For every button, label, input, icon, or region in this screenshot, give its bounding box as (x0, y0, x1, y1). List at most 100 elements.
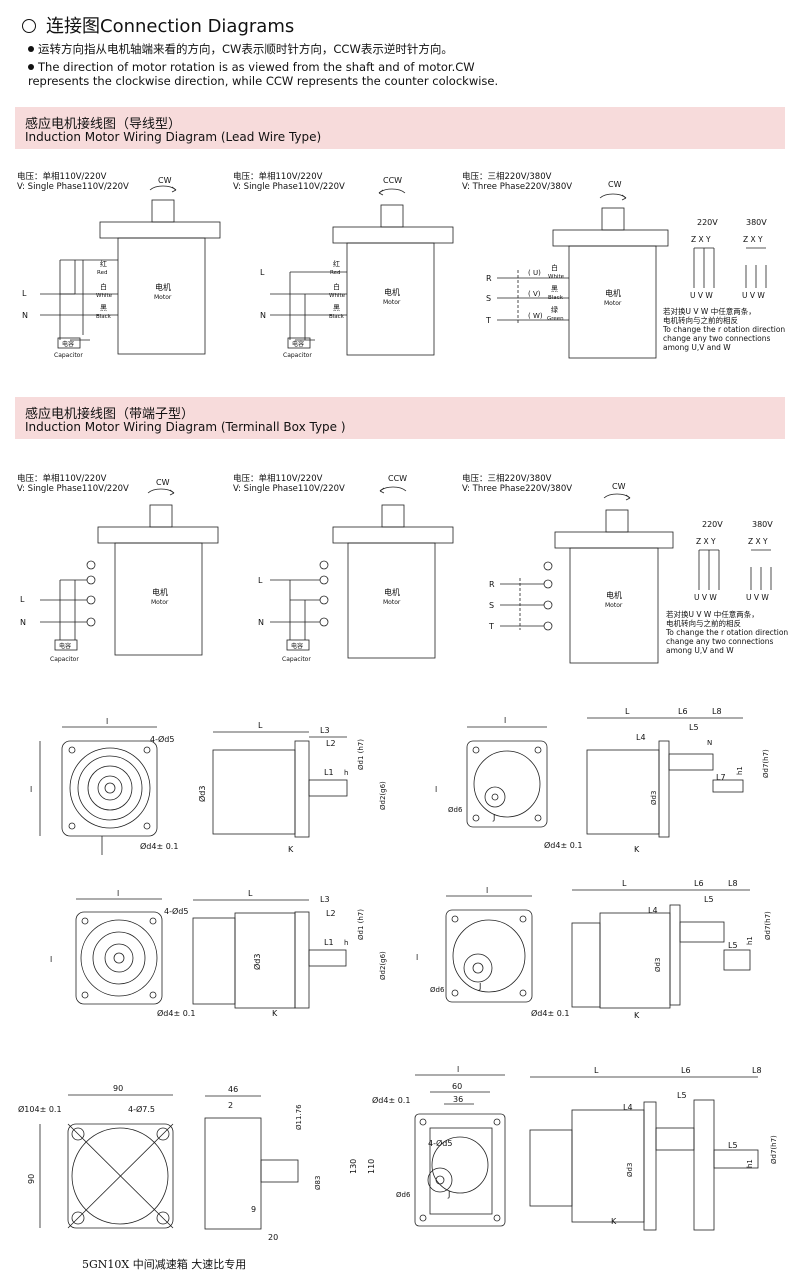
svg-text:L5: L5 (677, 1091, 687, 1100)
svg-text:U V W: U V W (746, 593, 769, 602)
svg-text:白: 白 (100, 282, 107, 291)
svg-text:L5: L5 (728, 1141, 738, 1150)
svg-text:Motor: Motor (605, 602, 623, 609)
svg-text:Ød6: Ød6 (430, 986, 445, 994)
bullet-en: The direction of motor rotation is as vi… (28, 60, 499, 88)
connection-220-380-lead: 220V 380V Z X Y Z X Y U V W U V W (690, 218, 767, 300)
svg-text:380V: 380V (752, 520, 773, 529)
svg-text:l: l (106, 717, 108, 726)
svg-text:L3: L3 (320, 726, 330, 735)
svg-text:90: 90 (27, 1174, 36, 1184)
motor-body (117, 237, 206, 355)
svg-text:电容: 电容 (292, 340, 304, 348)
svg-text:L5: L5 (689, 723, 699, 732)
section-title-cn: 感应电机接线图（导线型） (25, 117, 182, 132)
front-view-4: l l Ød6 J Ød4± 0.1 (416, 886, 569, 1018)
svg-text:L: L (260, 268, 265, 277)
svg-text:N: N (258, 618, 264, 627)
rotation-arrow (149, 185, 177, 191)
line-N: N (22, 311, 28, 320)
svg-text:绿: 绿 (551, 305, 558, 314)
svg-text:L4: L4 (636, 733, 646, 742)
front-view-2: l l Ød6 J Ød4± 0.1 (435, 716, 582, 850)
svg-text:l: l (486, 886, 488, 895)
svg-text:Ød2(g6): Ød2(g6) (379, 781, 387, 810)
svg-text:Ød4± 0.1: Ød4± 0.1 (157, 1008, 195, 1018)
svg-text:L7: L7 (716, 773, 726, 782)
svg-text:电容: 电容 (59, 642, 71, 650)
svg-text:L8: L8 (712, 707, 722, 716)
svg-text:Ød1 (h7): Ød1 (h7) (357, 739, 365, 770)
section-title-en: Induction Motor Wiring Diagram (Lead Wir… (25, 130, 322, 144)
svg-text:L5: L5 (704, 895, 714, 904)
ccw-label: CCW (383, 176, 402, 185)
svg-text:R: R (489, 580, 495, 589)
svg-text:l: l (50, 955, 52, 964)
front-view-6: l 60 36 Ød4± 0.1 4-Ød5 Ød6 J 130 110 (349, 1065, 506, 1227)
svg-text:电机: 电机 (384, 287, 400, 297)
svg-text:Red: Red (97, 270, 107, 276)
footer-note: 5GN10X 中间减速箱 大速比专用 (82, 1258, 247, 1271)
connection-220-380-terminal: 220V 380V Z X Y Z X Y U V W U V W (694, 520, 773, 602)
svg-text:L4: L4 (648, 906, 658, 915)
svg-text:Ød3: Ød3 (197, 786, 207, 802)
svg-text:T: T (488, 622, 494, 631)
svg-text:2: 2 (228, 1101, 233, 1110)
svg-text:红: 红 (333, 259, 340, 268)
svg-text:Motor: Motor (604, 300, 622, 307)
svg-text:S: S (489, 601, 494, 610)
svg-text:l: l (457, 1065, 459, 1074)
svg-text:J: J (447, 1190, 450, 1199)
svg-text:Ød6: Ød6 (396, 1191, 411, 1199)
svg-text:K: K (272, 1009, 278, 1018)
svg-text:( W): ( W) (528, 312, 543, 320)
svg-text:L6: L6 (694, 879, 704, 888)
svg-text:N: N (260, 311, 266, 320)
svg-text:Motor: Motor (383, 599, 401, 606)
side-view-6: L L6 L8 L5 L4 L5 h1 Ød7(h7) Ød3 K (529, 1066, 778, 1231)
svg-text:K: K (634, 845, 640, 854)
svg-text:L5: L5 (728, 941, 738, 950)
svg-text:White: White (548, 274, 565, 280)
svg-text:J: J (492, 813, 495, 822)
svg-text:130: 130 (349, 1159, 358, 1174)
svg-text:110: 110 (367, 1159, 376, 1174)
terminal-motor-ccw: CCW 电机 Motor 电容 Capacitor L N (258, 474, 454, 663)
svg-text:h: h (344, 939, 348, 947)
svg-text:Z X Y: Z X Y (696, 537, 716, 546)
svg-text:380V: 380V (746, 218, 767, 227)
terminal-motor-cw: CW 电机 Motor 电容 Capacitor L N (20, 478, 219, 663)
svg-text:L3: L3 (320, 895, 330, 904)
svg-text:( V): ( V) (528, 290, 541, 298)
svg-text:L6: L6 (681, 1066, 691, 1075)
svg-text:K: K (611, 1217, 617, 1226)
svg-text:L: L (625, 707, 630, 716)
svg-text:l: l (416, 953, 418, 962)
svg-text:Ød1 (h7): Ød1 (h7) (357, 909, 365, 940)
svg-text:l: l (504, 716, 506, 725)
svg-text:l: l (435, 785, 437, 794)
svg-text:36: 36 (453, 1095, 463, 1104)
svg-text:h: h (344, 769, 348, 777)
svg-text:CW: CW (608, 180, 622, 189)
svg-text:60: 60 (452, 1082, 462, 1091)
svg-text:U V W: U V W (742, 291, 765, 300)
svg-text:Ød3: Ød3 (650, 791, 658, 805)
svg-text:电容: 电容 (291, 642, 303, 650)
svg-text:Capacitor: Capacitor (283, 352, 312, 359)
svg-text:L2: L2 (326, 909, 336, 918)
svg-text:U V W: U V W (694, 593, 717, 602)
front-view-5: 90 90 Ø104± 0.1 4-Ø7.5 (18, 1084, 174, 1229)
svg-text:L1: L1 (324, 938, 334, 947)
svg-text:Ød4± 0.1: Ød4± 0.1 (531, 1008, 569, 1018)
cw-label: CW (158, 176, 172, 185)
svg-text:( U): ( U) (528, 269, 541, 277)
svg-text:Black: Black (548, 295, 564, 301)
svg-text:h1: h1 (746, 1159, 754, 1168)
